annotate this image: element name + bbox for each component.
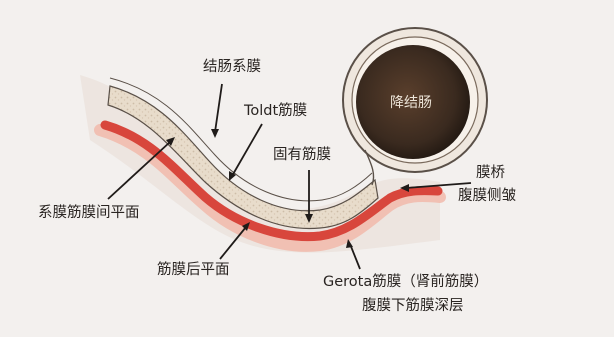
label-peritoneal-bridge: 膜桥 [476, 166, 505, 181]
leader-toldt [232, 124, 262, 176]
leader-mesocolon [215, 84, 222, 132]
label-retrofascial-plane: 筋膜后平面 [157, 263, 230, 278]
label-mesocolon: 结肠系膜 [203, 60, 261, 75]
arrowhead-mesocolon [211, 129, 219, 138]
label-gerota-fascia: Gerota筋膜（肾前筋膜） [323, 275, 488, 290]
label-deep-subperitoneal-fascia: 腹膜下筋膜深层 [362, 299, 464, 314]
label-toldt-fascia: Toldt筋膜 [244, 104, 307, 119]
label-descending-colon: 降结肠 [390, 96, 432, 110]
label-peritoneal-fold: 腹膜侧皱 [458, 189, 516, 204]
label-intermesenteric-plane: 系膜筋膜间平面 [38, 206, 140, 221]
label-fixed-fascia: 固有筋膜 [273, 148, 331, 163]
